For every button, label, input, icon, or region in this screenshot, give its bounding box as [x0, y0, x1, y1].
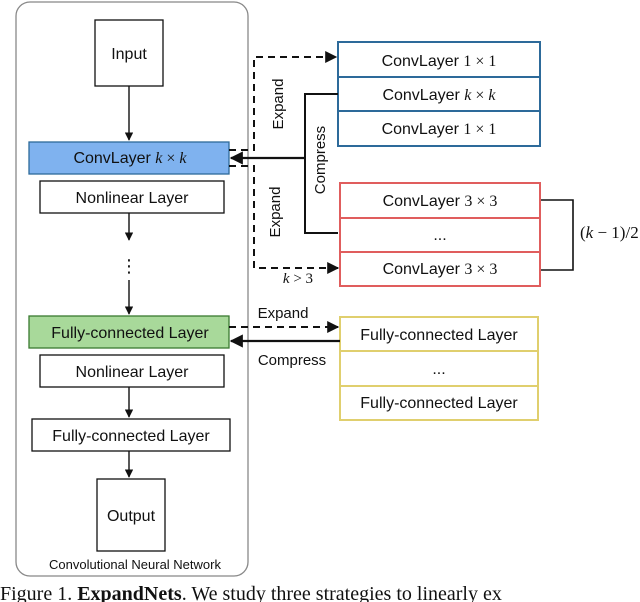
strategy1-expand-arrow — [229, 51, 338, 151]
strategy3-row3-label: Fully-connected Layer — [360, 395, 518, 412]
nonlinear-layer-box-1: Nonlinear Layer — [39, 180, 225, 214]
nonlinear-layer-label-2: Nonlinear Layer — [76, 364, 190, 381]
strategy1-expand-label: Expand — [270, 79, 287, 130]
strategy3-compress-label: Compress — [258, 352, 326, 369]
fc-layer-label: Fully-connected Layer — [51, 325, 209, 342]
input-box: Input — [94, 19, 164, 87]
strategy3-stack: Fully-connected Layer ... Fully-connecte… — [339, 316, 539, 421]
strategy2-stack: ConvLayer 3 × 3 ... ConvLayer 3 × 3 — [339, 182, 541, 287]
compress-label: Compress — [312, 126, 329, 194]
strategy1-stack: ConvLayer 1 × 1 ConvLayer k × k ConvLaye… — [337, 41, 541, 147]
fc-layer-box: Fully-connected Layer — [28, 315, 230, 349]
output-box: Output — [96, 478, 166, 552]
vertical-dots: ⋮ — [120, 256, 138, 276]
strategy2-row3-label: ConvLayer 3 × 3 — [383, 261, 498, 278]
figure-caption: Figure 1. ExpandNets. We study three str… — [0, 584, 502, 602]
strategy1-row2-label: ConvLayer k × k — [382, 87, 496, 104]
nonlinear-layer-label-1: Nonlinear Layer — [76, 190, 190, 207]
compress-arrow-line — [304, 93, 338, 234]
strategy1-row3-label: ConvLayer 1 × 1 — [382, 121, 497, 138]
cnn-panel-title: Convolutional Neural Network — [49, 557, 221, 572]
fc-layer-box-2: Fully-connected Layer — [31, 418, 231, 452]
strategy2-expand-arrow — [229, 165, 340, 274]
strategy2-condition: k > 3 — [283, 271, 313, 287]
strategy2-expand-label: Expand — [267, 187, 284, 238]
fc-layer-label-2: Fully-connected Layer — [52, 428, 210, 445]
strategy1-row1-label: ConvLayer 1 × 1 — [382, 53, 497, 70]
nonlinear-layer-box-2: Nonlinear Layer — [39, 354, 225, 388]
strategy3-expand-label: Expand — [258, 305, 309, 322]
repeat-bracket — [541, 199, 574, 271]
input-label: Input — [111, 46, 147, 63]
conv-layer-label: ConvLayer k × k — [73, 150, 187, 167]
strategy3-row1-label: Fully-connected Layer — [360, 327, 518, 344]
strategy2-row1-label: ConvLayer 3 × 3 — [383, 193, 498, 210]
conv-layer-box: ConvLayer k × k — [28, 141, 230, 175]
repeat-count-label: (k − 1)/2 — [580, 223, 639, 242]
strategy3-row2-label: ... — [432, 361, 445, 378]
strategy2-row2-label: ... — [433, 227, 446, 244]
output-label: Output — [107, 508, 156, 525]
